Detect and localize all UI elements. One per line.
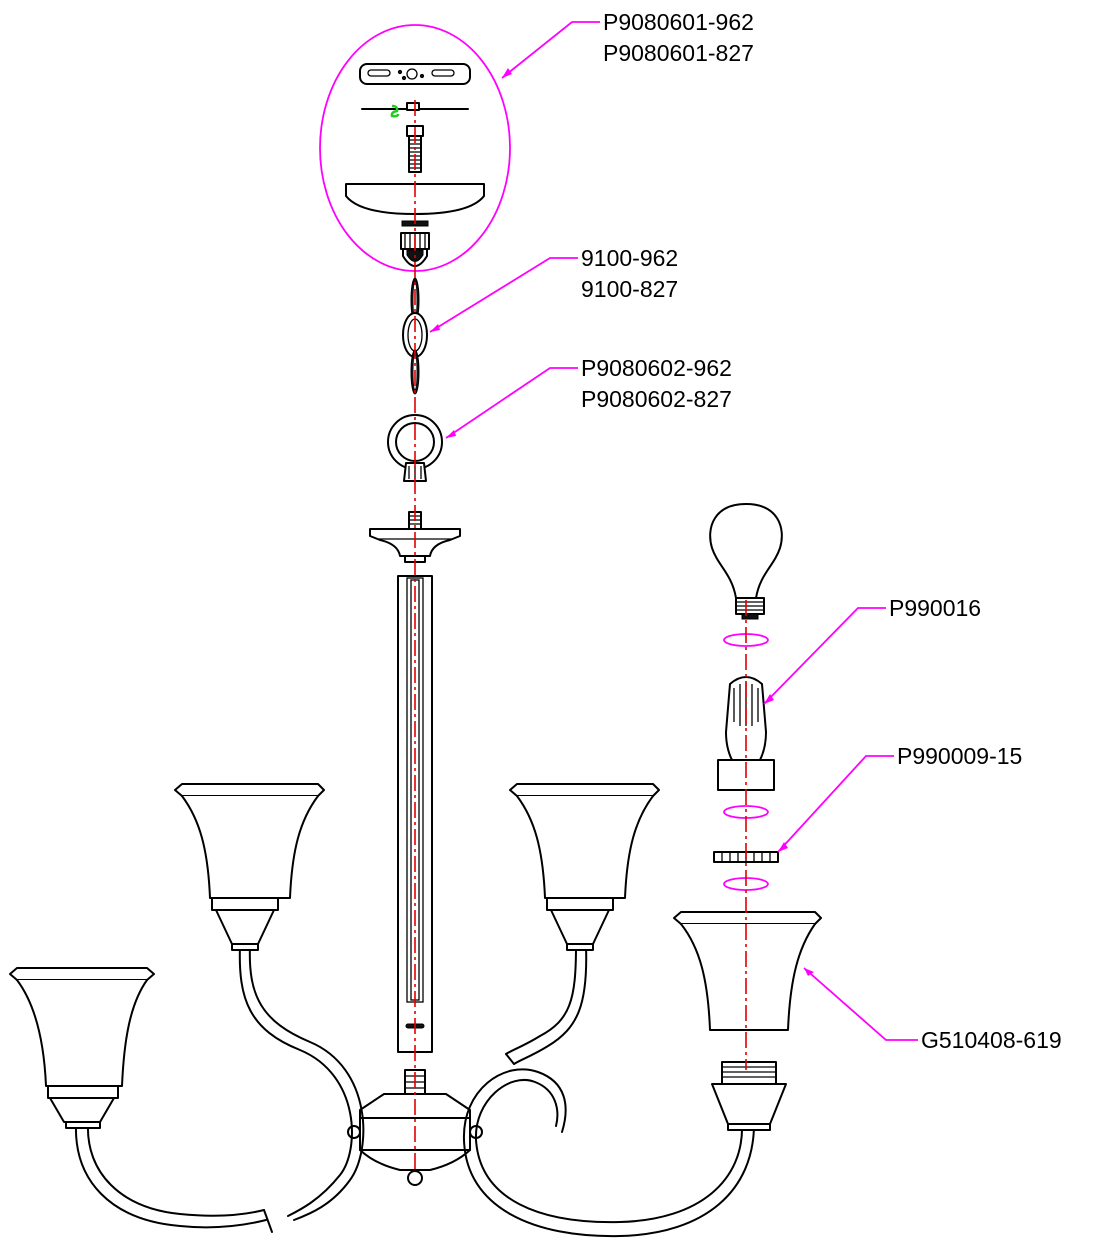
mounting-bracket-icon [359, 63, 471, 85]
center-axes [414, 100, 747, 1170]
shade-rear-right [509, 783, 660, 951]
callout-socket: P990016 [889, 595, 981, 621]
callout-labels: P9080601-962 P9080601-827 9100-962 9100-… [581, 9, 1062, 1053]
bulb-icon [709, 503, 783, 620]
callout-leaders [429, 21, 918, 1041]
callout-shade-ring: P990009-15 [897, 743, 1022, 769]
callout-chain-line2: 9100-827 [581, 276, 678, 302]
ground-screw-icon [390, 104, 400, 118]
loop-icon [387, 414, 443, 482]
callout-loop-line1: P9080602-962 [581, 355, 732, 381]
callout-canopy-kit-line1: P9080601-962 [603, 9, 754, 35]
callout-glass-shade: G510408-619 [921, 1027, 1062, 1053]
socket-cup-icon [711, 1061, 787, 1131]
callout-canopy-kit-line2: P9080601-827 [603, 40, 754, 66]
shade-front-left [9, 967, 155, 1129]
shade-icon [673, 911, 822, 1031]
callout-chain-line1: 9100-962 [581, 245, 678, 271]
callout-loop-line2: P9080602-827 [581, 386, 732, 412]
lamp-arms-group [74, 945, 755, 1238]
shade-rear-left [174, 783, 325, 951]
